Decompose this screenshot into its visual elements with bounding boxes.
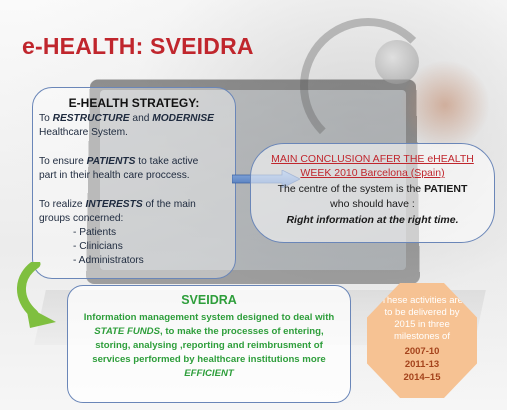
group-item: - Clinicians [73, 241, 123, 252]
strategy-line-2: Healthcare System. [39, 127, 128, 138]
group-item: - Patients [73, 227, 117, 238]
sveidra-title: SVEIDRA [181, 293, 237, 307]
conclusion-line-1: The centre of the system is the PATIENT [277, 183, 468, 195]
milestones-text: to be delivered by [384, 307, 460, 318]
milestones-text: 2015 in three [394, 319, 450, 330]
interests-emphasis: INTERESTS [85, 199, 143, 210]
strategy-line-1: To RESTRUCTURE and MODERNISE [39, 113, 214, 124]
hand-illustration [400, 60, 490, 150]
strategy-line-4: part in their health care proccess. [39, 170, 190, 181]
modernise-emphasis: MODERNISE [152, 113, 214, 124]
conclusion-box: MAIN CONCLUSION AFER THE eHEALTH WEEK 20… [250, 143, 495, 243]
sveidra-box: SVEIDRA Information management system de… [67, 285, 351, 403]
milestone-year: 2011-13 [404, 359, 440, 370]
stethoscope-icon [300, 18, 436, 154]
curved-arrow-icon [17, 262, 56, 328]
sveidra-line-1: Information management system designed t… [83, 312, 335, 323]
conclusion-line-2: who should have : [330, 198, 415, 210]
sveidra-line-3: storing, analysing ,reporting and reimbr… [95, 340, 323, 351]
milestone-year: 2007-10 [404, 346, 440, 357]
conclusion-line-3: Right information at the right time. [286, 214, 459, 226]
milestones-octagon: These activities are to be delivered by … [367, 283, 477, 398]
patient-emphasis: PATIENT [424, 183, 468, 195]
sveidra-line-4: services performed by healthcare institu… [92, 354, 326, 365]
strategy-line-3: To ensure PATIENTS to take active [39, 156, 199, 167]
strategy-line-6: groups concerned: [39, 213, 124, 224]
state-funds-emphasis: STATE FUNDS [94, 326, 161, 337]
conclusion-heading-line-1: MAIN CONCLUSION AFER THE eHEALTH [271, 153, 474, 165]
milestone-year: 2014–15 [403, 372, 441, 383]
milestones-text: milestones of [394, 331, 450, 342]
conclusion-heading-line-2: WEEK 2010 Barcelona (Spain) [300, 167, 445, 179]
milestones-text: These activities are [381, 295, 463, 306]
sveidra-line-2: STATE FUNDS, to make the processes of en… [94, 326, 324, 337]
page-title: e-HEALTH: SVEIDRA [22, 33, 254, 59]
strategy-box: E-HEALTH STRATEGY: To RESTRUCTURE and MO… [32, 87, 236, 279]
sveidra-line-5: EFFICIENT [184, 368, 234, 379]
group-item: - Administrators [73, 255, 144, 266]
restructure-emphasis: RESTRUCTURE [52, 113, 130, 124]
strategy-heading: E-HEALTH STRATEGY: [68, 96, 200, 110]
strategy-line-5: To realize INTERESTS of the main [39, 199, 196, 210]
patients-emphasis: PATIENTS [86, 156, 136, 167]
